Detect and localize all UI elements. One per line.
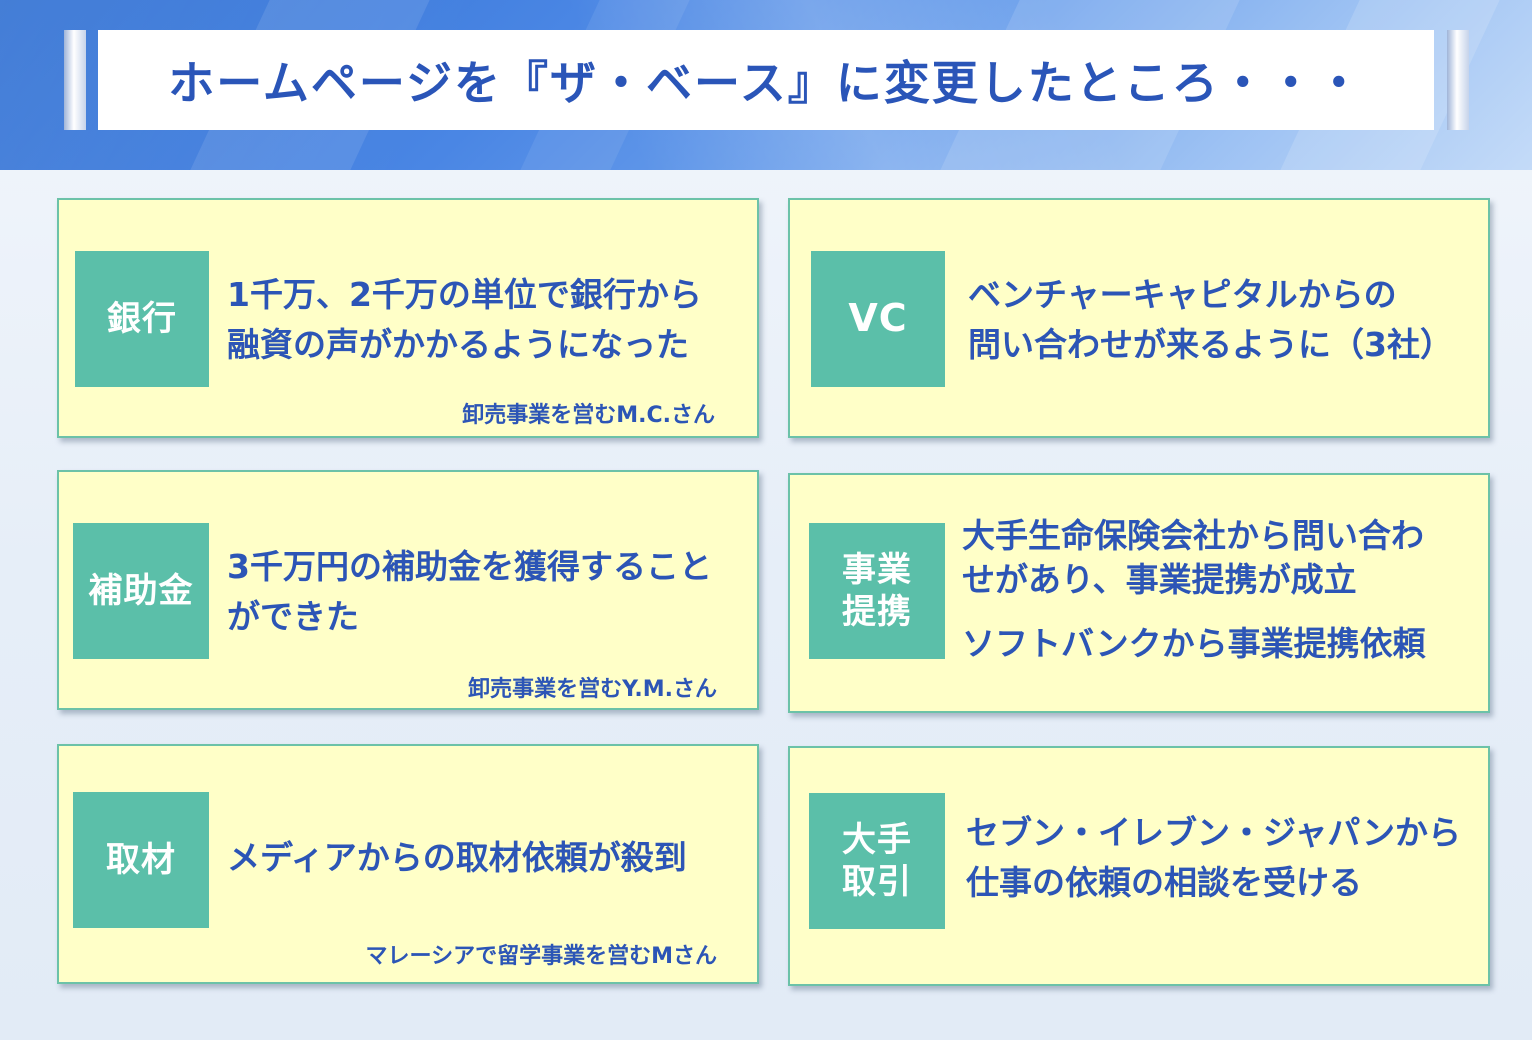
result-card-bank: 銀行 1千万、2千万の単位で銀行から 融資の声がかかるようになった 卸売事業を営… [57, 198, 759, 438]
result-text-line: ベンチャーキャピタルからの [968, 275, 1397, 314]
result-text-line: 3千万円の補助金を獲得すること [227, 547, 712, 586]
attribution-text: 卸売事業を営むY.M.さん [468, 677, 717, 702]
result-text-line: 1千万、2千万の単位で銀行から [227, 275, 702, 314]
category-tag: 事業 提携 [809, 523, 945, 659]
result-card-partnership: 事業 提携 大手生命保険会社から問い合わ せがあり、事業提携が成立 ソフトバンク… [788, 473, 1490, 713]
result-text-line: 大手生命保険会社から問い合わ [962, 516, 1424, 555]
category-tag: 銀行 [75, 251, 209, 387]
result-text-line: メディアからの取材依頼が殺到 [227, 838, 687, 877]
result-text-line: ソフトバンクから事業提携依頼 [962, 624, 1426, 663]
result-card-subsidy: 補助金 3千万円の補助金を獲得すること ができた 卸売事業を営むY.M.さん [57, 470, 759, 710]
result-text-line: 問い合わせが来るように（3社） [968, 325, 1453, 364]
result-text-line: せがあり、事業提携が成立 [962, 560, 1357, 599]
category-tag: VC [811, 251, 945, 387]
title-side-bar-right [1447, 30, 1469, 130]
title-side-bar-left [64, 30, 86, 130]
category-tag: 取材 [73, 792, 209, 928]
result-text-line: ができた [227, 597, 359, 636]
result-card-vc: VC ベンチャーキャピタルからの 問い合わせが来るように（3社） [788, 198, 1490, 438]
attribution-text: マレーシアで留学事業を営むMさん [365, 944, 717, 969]
result-text-line: セブン・イレブン・ジャパンから [966, 813, 1461, 852]
attribution-text: 卸売事業を営むM.C.さん [462, 403, 715, 428]
result-card-major-deal: 大手 取引 セブン・イレブン・ジャパンから 仕事の依頼の相談を受ける [788, 746, 1490, 986]
title-banner: ホームページを『ザ・ベース』に変更したところ・・・ [98, 30, 1434, 130]
category-tag: 大手 取引 [809, 793, 945, 929]
page-title: ホームページを『ザ・ベース』に変更したところ・・・ [168, 56, 1364, 110]
result-card-media: 取材 メディアからの取材依頼が殺到 マレーシアで留学事業を営むMさん [57, 744, 759, 984]
result-text-line: 融資の声がかかるようになった [227, 325, 689, 364]
result-text-line: 仕事の依頼の相談を受ける [966, 863, 1362, 902]
category-tag: 補助金 [73, 523, 209, 659]
